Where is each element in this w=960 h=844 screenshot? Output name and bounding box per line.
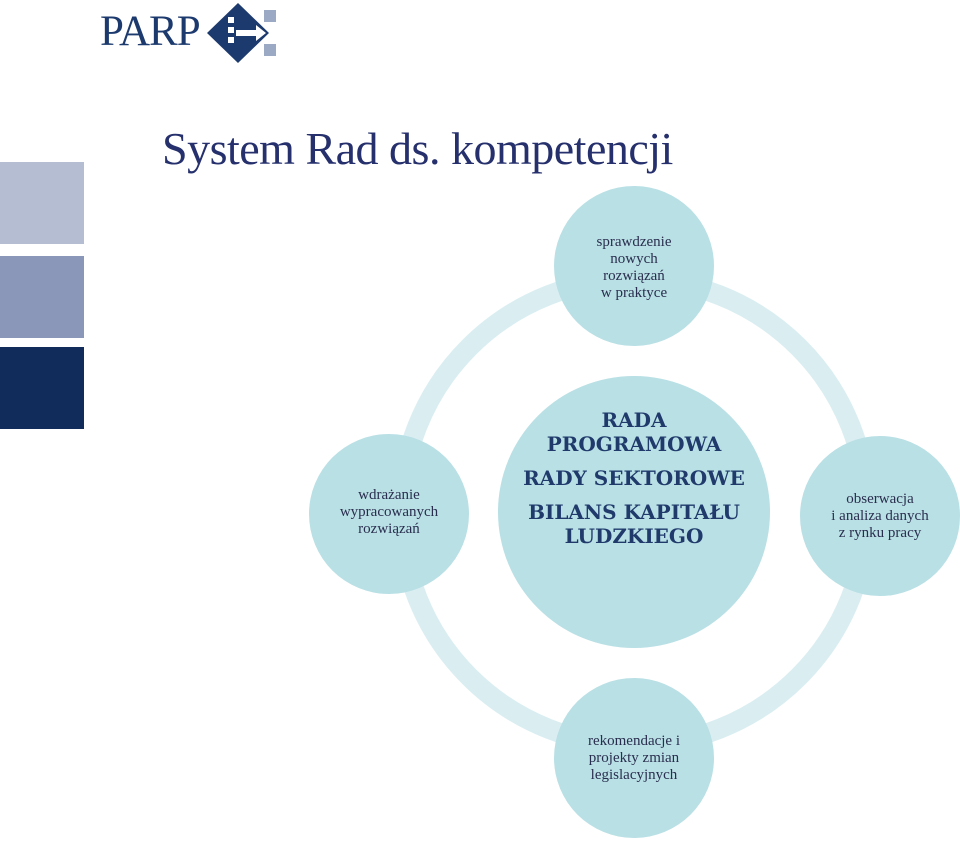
node-right-label: obserwacja i analiza danych z rynku prac… [808,491,952,542]
node-top-circle [554,186,714,346]
node-right-circle [800,436,960,596]
node-left-label: wdrażanie wypracowanych rozwiązań [317,487,461,538]
node-top-line: rozwiązań [603,268,665,284]
node-bottom-line: legislacyjnych [590,767,678,783]
node-right-line: z rynku pracy [838,525,922,541]
node-top-label: sprawdzenie nowych rozwiązań w praktyce [564,234,704,302]
center-item-bilans-kapitalu: BILANS KAPITAŁU LUDZKIEGO [528,500,740,548]
center-item-rady-sektorowe: RADY SEKTOROWE [523,466,745,490]
center-label: RADA PROGRAMOWA RADY SEKTOROWE BILANS KA… [520,408,748,558]
node-right-line: obserwacja [846,491,914,507]
center-circle [498,376,770,648]
node-bottom-label: rekomendacje i projekty zmian legislacyj… [564,733,704,784]
node-bottom-line: rekomendacje i [587,733,681,749]
side-bar-dark [0,347,84,429]
parp-logo-mark-icon [207,3,276,63]
node-top-line: w praktyce [600,285,668,301]
node-bottom-line: projekty zmian [588,750,680,766]
node-top-line: sprawdzenie [596,234,672,250]
node-bottom-circle [554,678,714,838]
node-left-line: wdrażanie [358,487,420,503]
node-left-circle [309,434,469,594]
slide-title: System Rad ds. kompetencji [162,123,673,174]
node-top-line: nowych [610,251,658,267]
parp-logo: PARP [100,0,290,66]
node-right-line: i analiza danych [831,508,929,524]
center-item-rada-programowa: RADA PROGRAMOWA [546,408,722,456]
side-bar-light [0,162,84,244]
node-left-line: rozwiązań [358,521,420,537]
logo-text: PARP [100,8,201,55]
side-bar-medium [0,256,84,338]
node-left-line: wypracowanych [339,504,439,520]
